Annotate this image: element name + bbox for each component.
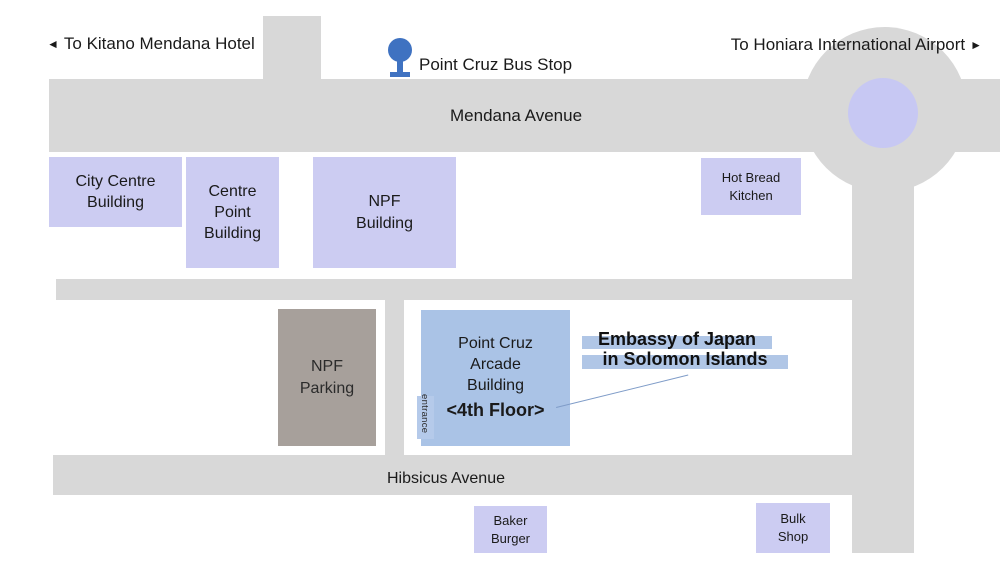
- bus-stop-icon-pole: [397, 60, 403, 72]
- building-hot-bread-kitchen-label: Kitchen: [729, 187, 773, 203]
- right-vertical-road: [852, 155, 914, 553]
- building-point-cruz-arcade-label: Arcade: [470, 355, 521, 373]
- direction-to-hotel-label: To Kitano Mendana Hotel: [63, 34, 255, 53]
- building-npf-parking-label: NPF: [311, 358, 343, 376]
- building-npf: NPF Building: [313, 157, 456, 268]
- side-street-top: [263, 16, 321, 80]
- building-baker-burger-label: Baker: [493, 512, 528, 528]
- building-npf-label: Building: [356, 214, 413, 232]
- building-hot-bread-kitchen: Hot Bread Kitchen: [701, 158, 801, 215]
- building-city-centre: City Centre Building: [49, 157, 182, 227]
- mendana-avenue-label: Mendana Avenue: [450, 106, 583, 125]
- building-centre-point-label: Point: [214, 203, 251, 221]
- embassy-callout-line: [556, 374, 689, 408]
- embassy-name-line2: in Solomon Islands: [602, 349, 768, 369]
- entrance-label: entrance: [419, 394, 430, 434]
- building-city-centre-label: City Centre: [75, 172, 156, 190]
- building-point-cruz-arcade-label: Point Cruz: [458, 335, 533, 353]
- bus-stop-icon: [388, 38, 412, 77]
- bus-stop-label: Point Cruz Bus Stop: [419, 55, 573, 74]
- roundabout-island: [848, 78, 918, 148]
- building-centre-point-label: Centre: [208, 182, 257, 200]
- building-hot-bread-kitchen-label: Hot Bread: [721, 169, 781, 185]
- building-bulk-shop-label: Bulk: [780, 511, 806, 527]
- hibiscus-avenue-road: [53, 455, 914, 495]
- entrance-marker: [417, 396, 434, 439]
- hibiscus-avenue-label: Hibsicus Avenue: [387, 470, 505, 487]
- building-bulk-shop: Bulk Shop: [756, 503, 830, 553]
- direction-to-hotel: ◄ To Kitano Mendana Hotel: [47, 34, 255, 54]
- left-arrow-icon: ◄: [47, 37, 59, 51]
- direction-to-airport-label: To Honiara International Airport: [730, 35, 966, 54]
- embassy-floor-label: <4th Floor>: [446, 399, 545, 420]
- building-centre-point-label: Building: [204, 225, 261, 243]
- right-arrow-icon: ►: [970, 38, 982, 52]
- building-point-cruz-arcade: Point Cruz Arcade Building <4th Floor>: [421, 310, 570, 446]
- bus-stop-icon-base: [390, 72, 410, 77]
- bus-stop-icon-sign: [388, 38, 412, 62]
- embassy-highlight-bar: [582, 336, 772, 349]
- building-npf-parking-label: Parking: [299, 379, 355, 397]
- middle-street-road: [56, 279, 913, 300]
- building-centre-point: Centre Point Building: [186, 157, 279, 268]
- direction-to-airport: To Honiara International Airport ►: [731, 35, 982, 55]
- building-npf-label: NPF: [368, 193, 401, 211]
- building-point-cruz-arcade-label: Building: [467, 376, 524, 394]
- embassy-highlight-bar: [582, 355, 788, 369]
- embassy-name-line1: Embassy of Japan: [597, 329, 757, 349]
- building-city-centre-label: Building: [87, 194, 144, 211]
- building-npf-parking: NPF Parking: [278, 309, 376, 446]
- building-baker-burger-label: Burger: [490, 530, 531, 546]
- building-bulk-shop-label: Shop: [777, 529, 809, 544]
- connector-street-road: [385, 300, 404, 455]
- building-baker-burger: Baker Burger: [474, 506, 547, 553]
